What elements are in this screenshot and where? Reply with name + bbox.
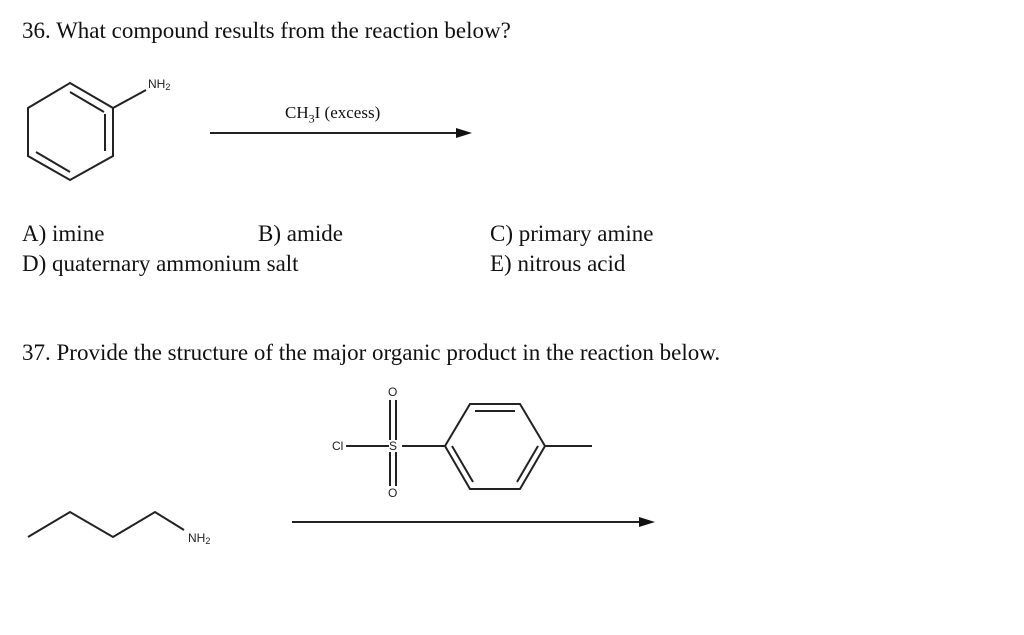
amine-label: NH2 (148, 77, 171, 92)
option-e: E) nitrous acid (490, 251, 626, 276)
sulfur-label: S (389, 439, 398, 453)
butyl-chain (27, 510, 185, 539)
option-b: B) amide (258, 221, 343, 246)
tosyl-chloride (346, 400, 592, 490)
amine-bond (112, 89, 147, 109)
oxygen-bottom-label: O (388, 486, 398, 500)
option-c: C) primary amine (490, 221, 654, 246)
reagent-label: CH3I (excess) (285, 103, 381, 126)
option-a: A) imine (22, 221, 105, 246)
question-36: 36. What compound results from the react… (22, 18, 511, 43)
question-37: 37. Provide the structure of the major o… (22, 340, 721, 365)
benzene-ring (27, 81, 114, 182)
chlorine-label: Cl (332, 439, 344, 453)
arrow-head-icon (456, 128, 472, 138)
oxygen-top-label: O (388, 385, 398, 399)
butylamine-label: NH2 (188, 531, 211, 546)
arrow-head-icon (639, 517, 655, 527)
option-d: D) quaternary ammonium salt (22, 251, 299, 276)
